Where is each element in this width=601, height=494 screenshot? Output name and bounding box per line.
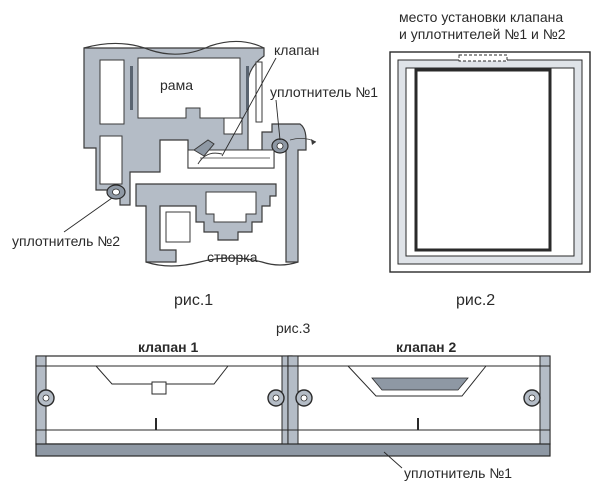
fig2-title-line1: место установки клапана (399, 9, 563, 25)
seal1-hole (276, 142, 284, 150)
frame-break-line (83, 40, 265, 55)
caption-fig2: рис.2 (456, 292, 495, 309)
frame-chamber-small-a (223, 117, 243, 135)
label-sash: створка (207, 249, 258, 265)
valve-strip (187, 149, 275, 169)
label-valve: клапан (274, 42, 319, 58)
frame-chamber-left (99, 59, 125, 125)
valve2-channel-shade (371, 377, 469, 391)
frame-rod-2 (246, 66, 249, 110)
frame-rod-1 (130, 66, 133, 110)
frame-chamber-small-b (255, 61, 263, 123)
valve-location-marker (458, 54, 508, 62)
label-seal1: уплотнитель №1 (270, 84, 378, 100)
airflow-arrow-head (311, 139, 316, 145)
label-valve2: клапан 2 (396, 339, 456, 355)
valve2-section (287, 355, 551, 445)
fig2-title-line2: и уплотнителей №1 и №2 (399, 26, 566, 42)
window-glass (414, 68, 552, 252)
figure3-valve-sections: рис.3 клапан 1 клапан 2 (35, 320, 551, 481)
sash-chamber (205, 191, 257, 223)
label-frame: рама (160, 77, 193, 93)
leader-seal1 (275, 99, 281, 141)
figure1-profile-section: рама клапан уплотнитель №1 уплотнитель №… (12, 40, 378, 309)
leader-valve (221, 57, 277, 157)
valve-flap (193, 139, 215, 157)
caption-fig3: рис.3 (276, 320, 310, 336)
label-seal2: уплотнитель №2 (12, 233, 120, 249)
valve1-section (35, 355, 293, 445)
frame-chamber-main (137, 57, 241, 119)
frame-chamber-lower (99, 135, 123, 185)
valve-flap-arc-icon (197, 152, 223, 165)
label-seal-strip: уплотнитель №1 (404, 465, 512, 481)
valve2-channel (347, 365, 487, 397)
figure2-window-view: место установки клапана и уплотнителей №… (389, 9, 591, 309)
seal2-hole (112, 188, 120, 196)
leader-seal2 (63, 197, 113, 233)
caption-fig1: рис.1 (174, 292, 213, 309)
seal-strip (35, 443, 551, 457)
sash-chamber-small (165, 211, 191, 243)
sash-break-line (145, 257, 299, 267)
label-valve1: клапан 1 (138, 339, 198, 355)
valve1-tab (151, 381, 167, 395)
leader-seal-strip (383, 451, 403, 469)
